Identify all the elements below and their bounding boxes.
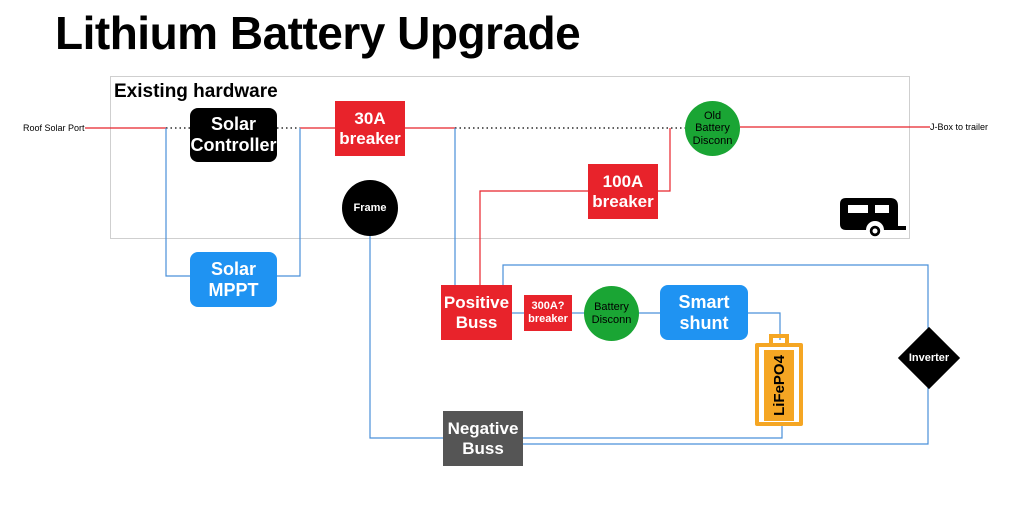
frame-label: Frame: [353, 201, 387, 214]
battery-terminal-icon: [769, 334, 789, 347]
wire-inverter-to-negative-buss: [523, 387, 929, 445]
solar-mppt-line2: MPPT: [208, 279, 259, 300]
breaker-30a-line1: 30A: [354, 108, 386, 128]
old-disconn-line3: Disconn: [692, 134, 733, 147]
wire-frame-to-negative-buss: [369, 228, 443, 439]
wire-mppt-to-30a: [277, 128, 301, 277]
inverter-label: Inverter: [908, 352, 950, 364]
smart-shunt-line2: shunt: [679, 312, 729, 333]
wire-100a-to-old-disconn: [658, 128, 671, 192]
battery-label: LiFePO4: [770, 355, 788, 416]
smart-shunt-line1: Smart: [678, 291, 730, 312]
breaker-100a-line1: 100A: [602, 171, 644, 191]
battery-disconn-line2: Disconn: [591, 313, 632, 326]
breaker-30a-line2: breaker: [339, 128, 401, 148]
breaker-300a-node[interactable]: 300A?breaker: [524, 295, 572, 331]
trailer-icon: [840, 198, 906, 238]
breaker-100a-line2: breaker: [592, 191, 654, 211]
diagram-title: Lithium Battery Upgrade: [55, 7, 581, 59]
wire-roof-to-mppt: [165, 128, 190, 277]
negative-buss-line2: Buss: [462, 438, 504, 458]
negative-buss-line1: Negative: [447, 418, 519, 438]
roof-solar-port-label: Roof Solar Port: [23, 123, 85, 133]
battery-disconn-line1: Battery: [594, 300, 629, 313]
battery-icon: [755, 343, 803, 426]
solar-controller-line2: Controller: [190, 135, 277, 155]
wire-shunt-to-battery: [748, 312, 781, 340]
wire-100a-to-positive-buss: [479, 190, 588, 285]
inverter-node[interactable]: Inverter: [897, 326, 961, 390]
battery-fill: [764, 350, 794, 421]
old-disconn-line2: Battery: [695, 122, 730, 135]
existing-hardware-group: [110, 76, 910, 239]
breaker-300a-line1: 300A?: [531, 300, 565, 313]
solar-controller-line1: Solar: [210, 114, 256, 135]
solar-mppt-line1: Solar: [210, 258, 256, 279]
wire-positive-buss-to-inverter: [502, 264, 929, 330]
old-disconn-line1: Old: [703, 109, 722, 122]
frame-ground-node[interactable]: Frame: [342, 180, 398, 236]
breaker-300a-line2: breaker: [528, 313, 568, 325]
positive-buss-line1: Positive: [443, 292, 510, 312]
positive-buss-line2: Buss: [455, 312, 498, 332]
existing-hardware-label: Existing hardware: [114, 81, 278, 102]
jbox-to-trailer-label: J-Box to trailer: [930, 122, 989, 132]
lifepo4-battery-node[interactable]: LiFePO4: [755, 334, 803, 426]
wire-battery-to-negative-buss: [523, 425, 783, 439]
